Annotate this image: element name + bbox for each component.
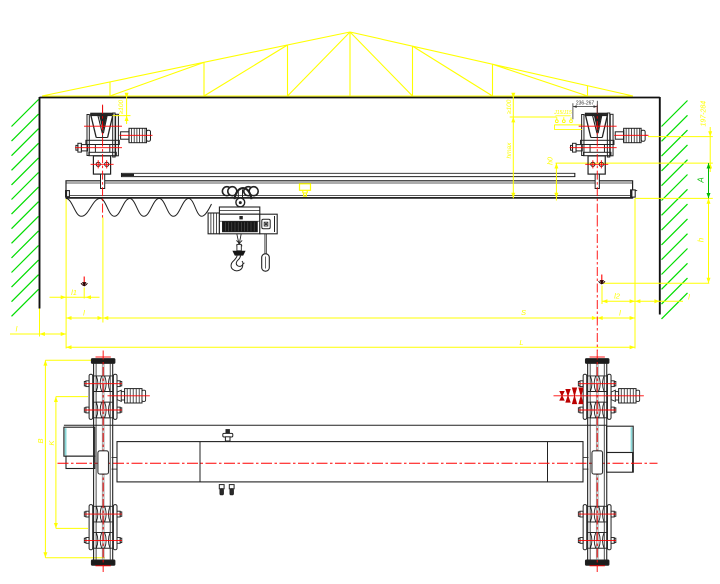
svg-text:236-267: 236-267 bbox=[576, 101, 595, 107]
svg-text:197-284: 197-284 bbox=[701, 101, 708, 127]
svg-text:S: S bbox=[521, 308, 526, 317]
svg-text:l: l bbox=[688, 293, 690, 302]
svg-text:J15/J15: J15/J15 bbox=[553, 110, 572, 116]
svg-text:l: l bbox=[83, 309, 85, 318]
svg-text:l2: l2 bbox=[614, 292, 621, 301]
svg-text:B: B bbox=[36, 438, 45, 443]
svg-text:A: A bbox=[697, 177, 706, 183]
svg-text:h: h bbox=[697, 237, 706, 242]
svg-text:hmax: hmax bbox=[506, 142, 513, 159]
svg-text:K: K bbox=[47, 440, 56, 446]
svg-text:L: L bbox=[519, 338, 523, 347]
svg-text:l1: l1 bbox=[71, 288, 77, 297]
svg-text:≥100: ≥100 bbox=[118, 100, 125, 115]
svg-text:≥100: ≥100 bbox=[506, 99, 513, 114]
svg-text:h0: h0 bbox=[548, 157, 555, 165]
svg-text:l: l bbox=[16, 325, 18, 334]
svg-text:l: l bbox=[619, 309, 621, 318]
